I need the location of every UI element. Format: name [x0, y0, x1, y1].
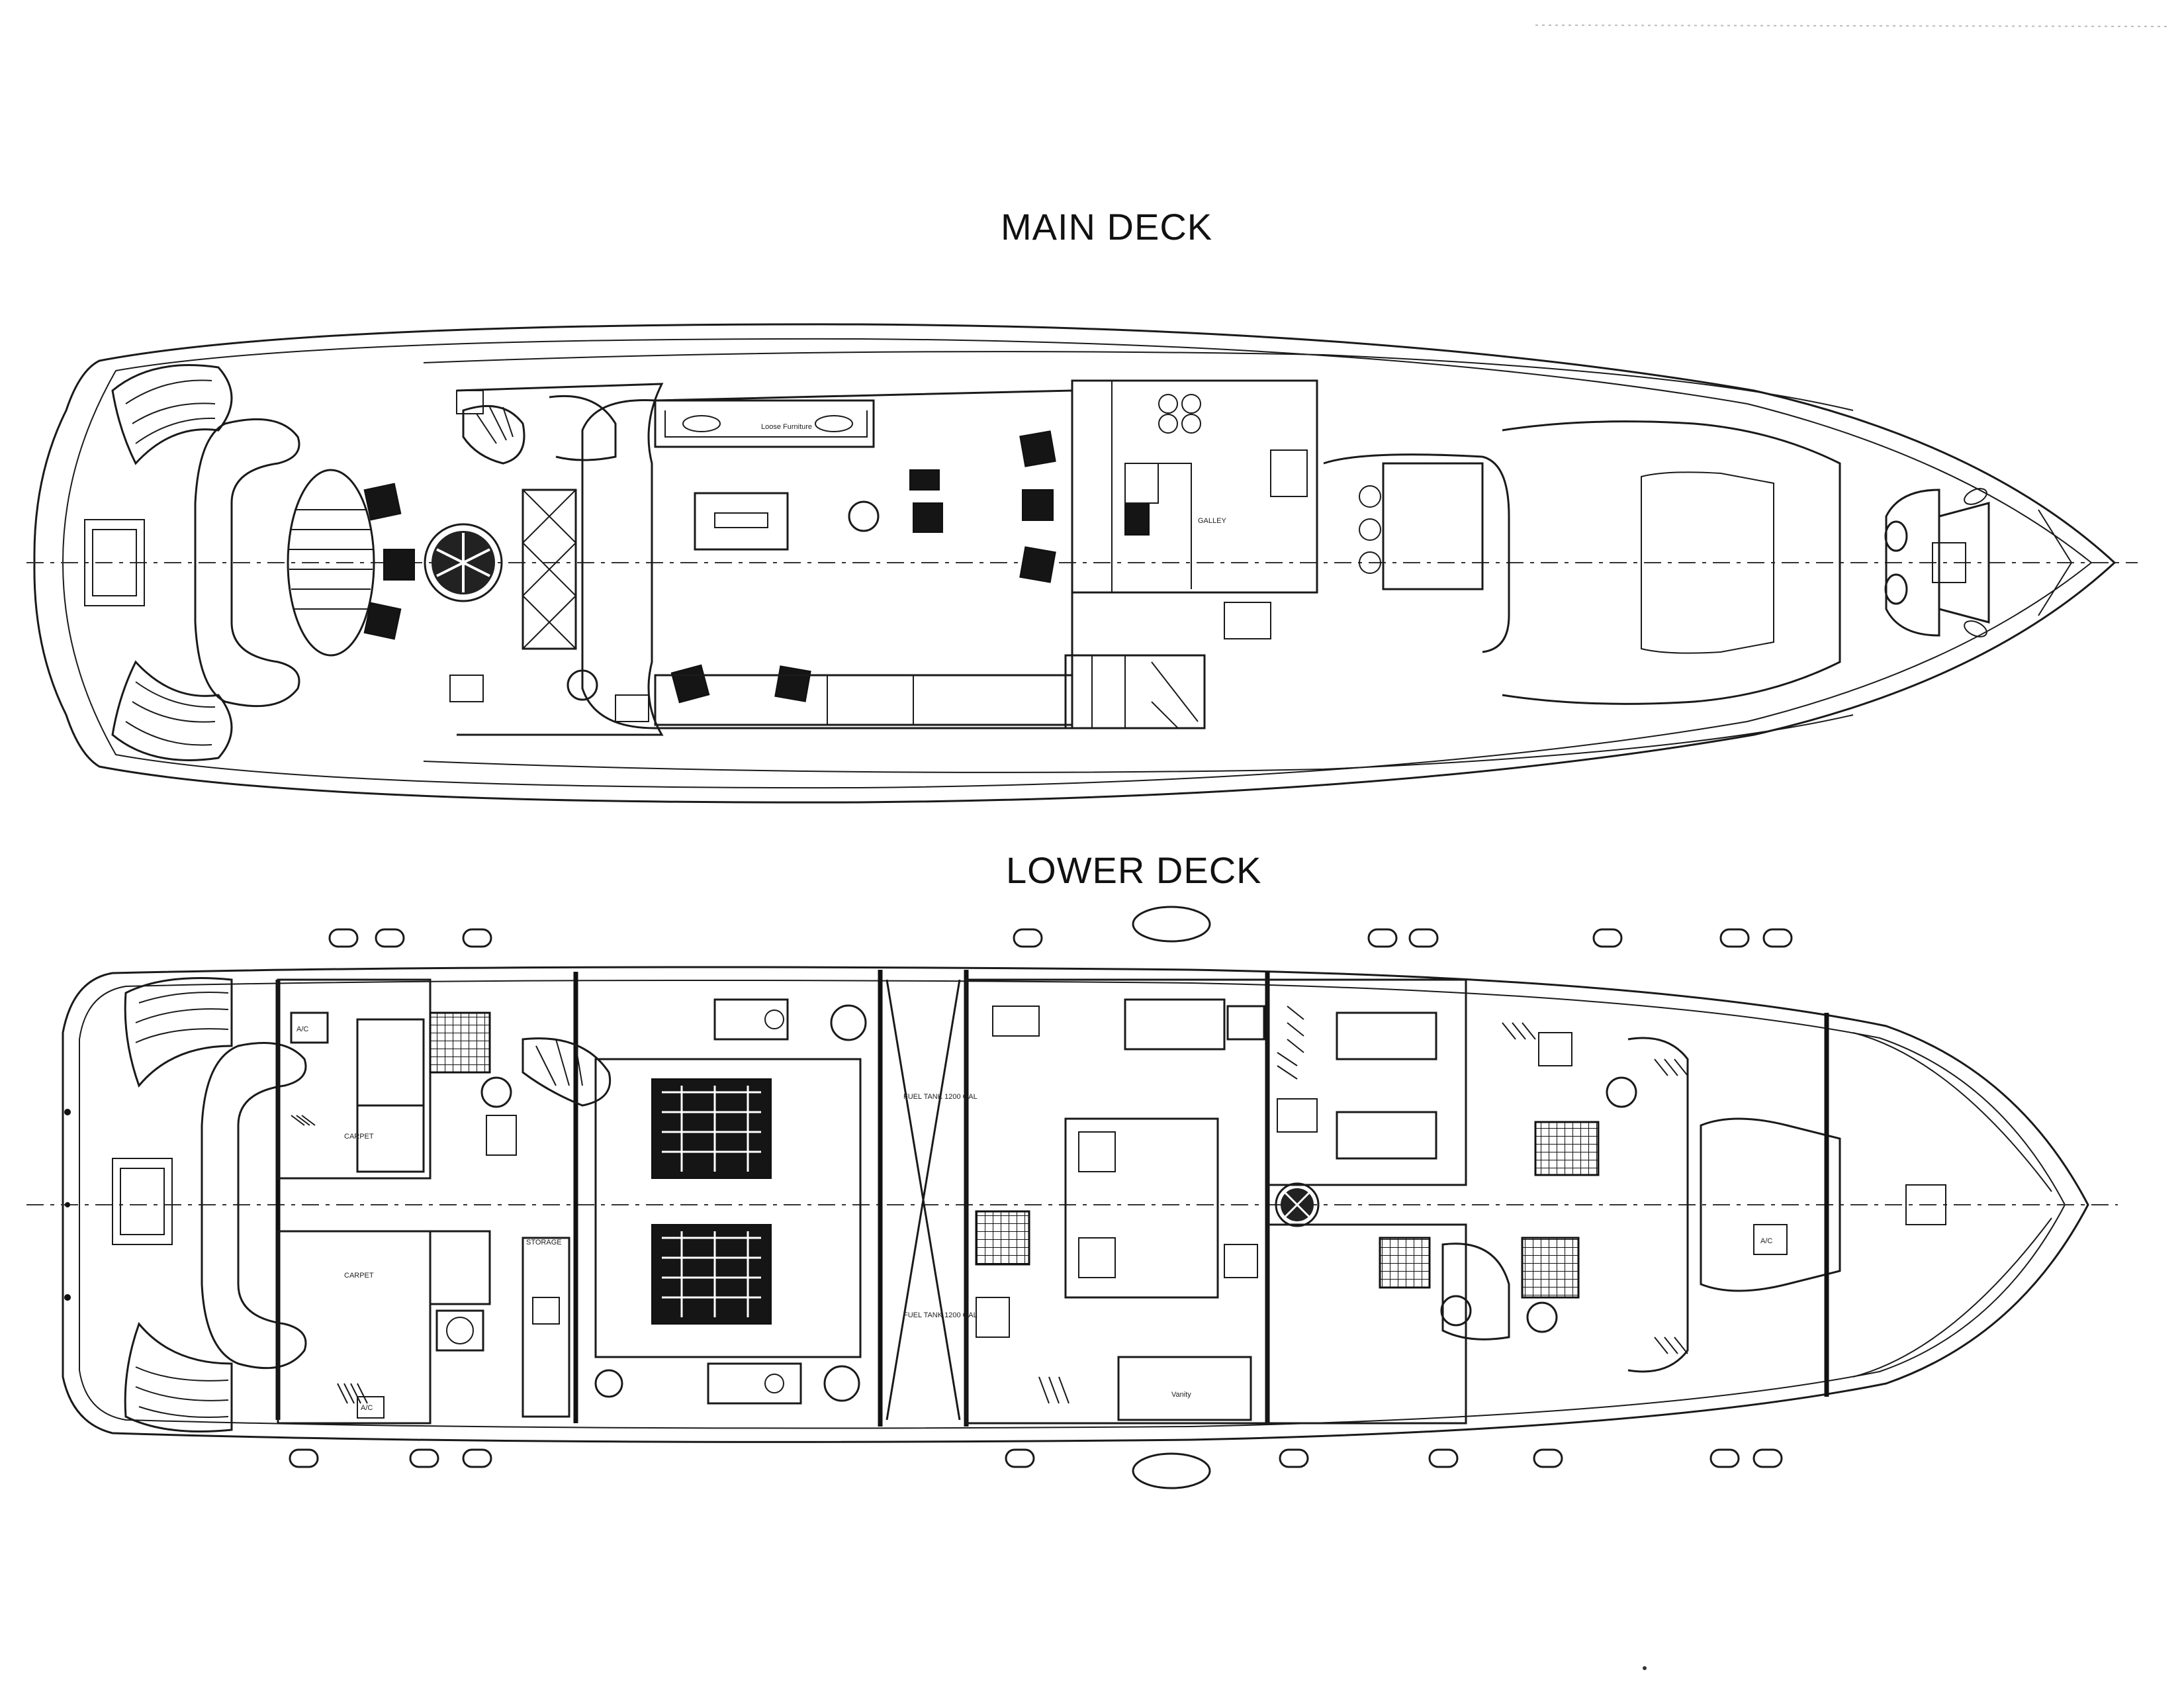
- engines: [651, 1078, 772, 1325]
- fuel-tank-2-label: FUEL TANK 1200 GAL: [903, 1311, 978, 1319]
- vanity-label: Vanity: [1171, 1391, 1191, 1399]
- portholes-lower: [289, 1448, 1783, 1489]
- main-deck-hull: [33, 323, 2116, 804]
- lower-deck-title: LOWER DECK: [1006, 849, 1262, 891]
- ac-label-3: A/C: [1760, 1237, 1772, 1245]
- closets-aft: A/C: [291, 1115, 385, 1419]
- lower-deck-plan: FUEL TANK 1200 GAL FUEL TANK 1200 GAL A/…: [26, 906, 2118, 1489]
- carpet-label-1: CARPET: [344, 1133, 374, 1141]
- carpet-label-2: CARPET: [344, 1272, 374, 1280]
- fuel-tank-1-label: FUEL TANK 1200 GAL: [903, 1093, 978, 1101]
- storage-label: STORAGE: [526, 1239, 562, 1246]
- main-deck-title: MAIN DECK: [1001, 206, 1213, 248]
- portholes-upper: [328, 906, 1793, 948]
- main-deck-plan: Loose Furniture GALLEY: [26, 323, 2138, 804]
- galley-label: GALLEY: [1198, 517, 1226, 525]
- loose-furniture-label: Loose Furniture: [761, 423, 812, 431]
- lower-deck-hull: [62, 966, 2089, 1443]
- ac-label-2: A/C: [361, 1404, 373, 1412]
- ac-label-1: A/C: [296, 1025, 308, 1033]
- main-deck-hull-inner: [62, 338, 2093, 789]
